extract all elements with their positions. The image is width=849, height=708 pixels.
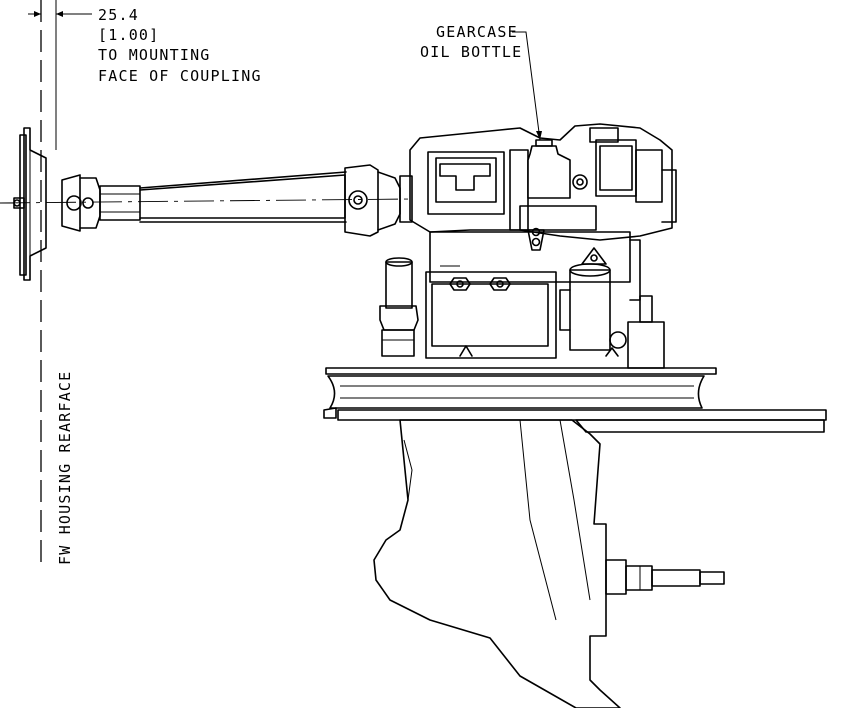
gearcase-drive-leg xyxy=(337,409,827,708)
reference-line-label: FW HOUSING REARFACE xyxy=(56,371,74,565)
drive-shaft xyxy=(0,164,413,237)
callout-leader xyxy=(512,31,541,141)
flywheel-housing-reference xyxy=(40,0,57,570)
engine-upper xyxy=(409,123,677,251)
transom-plate xyxy=(323,367,717,419)
dimension-imperial: [1.00] xyxy=(98,26,159,44)
callout-line2: OIL BOTTLE xyxy=(420,43,522,61)
coupling-flange xyxy=(0,127,47,281)
engine-lower xyxy=(379,257,665,369)
dimension-note-line1: TO MOUNTING xyxy=(98,46,211,64)
dimension-metric: 25.4 xyxy=(98,6,139,24)
dimension-note-line2: FACE OF COUPLING xyxy=(98,67,262,85)
callout-line1: GEARCASE xyxy=(436,23,518,41)
dimension-arrows xyxy=(28,11,92,17)
engine-middle xyxy=(429,231,641,301)
